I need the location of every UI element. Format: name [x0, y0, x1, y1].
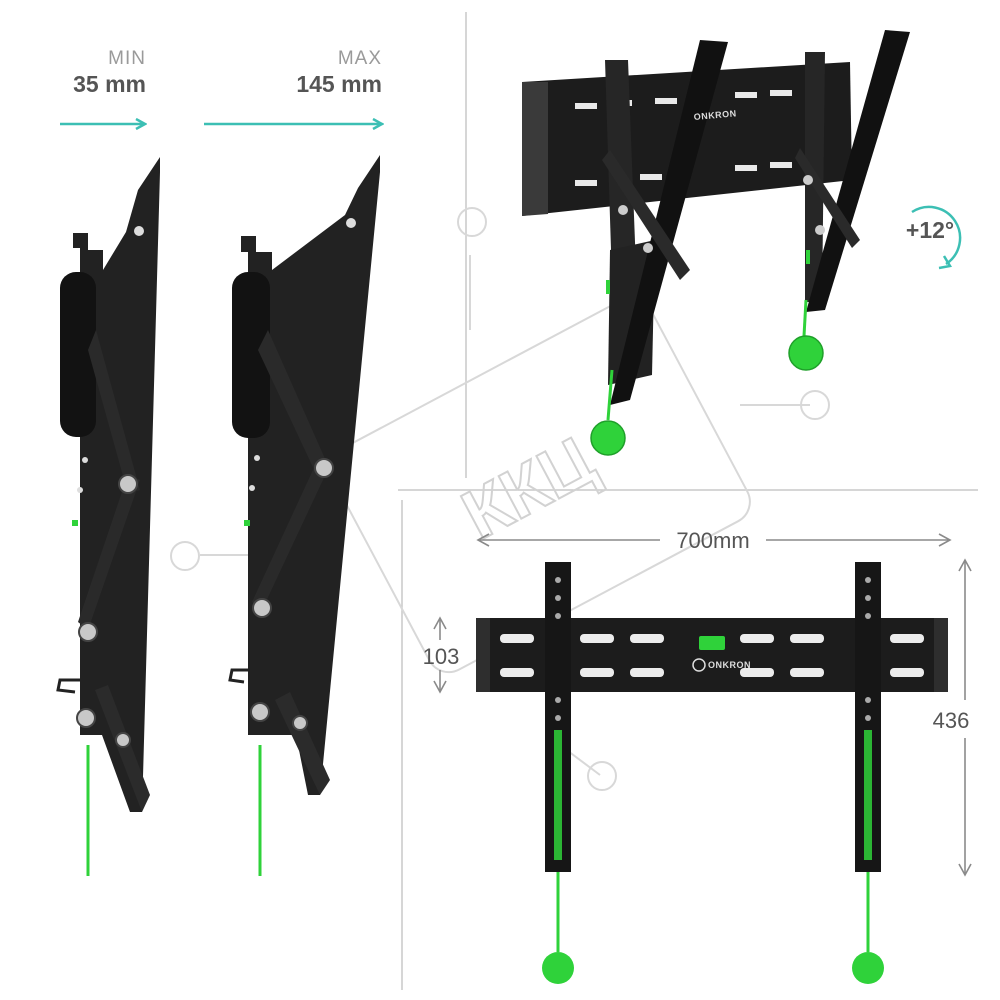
rail-height-dimension: 103 [423, 644, 460, 669]
pull-handle-left [590, 420, 626, 456]
min-value: 35 mm [73, 71, 146, 97]
front-pull-handle-left [542, 952, 574, 984]
tilt-indicator: +12° [906, 205, 962, 270]
front-brand: ONKRON [708, 660, 751, 670]
perspective-view: ONKRON [522, 30, 910, 456]
bubble-level [699, 636, 725, 650]
tilt-angle-label: +12° [906, 217, 954, 243]
brand-logo-icon [692, 658, 706, 672]
wall-plate-max [232, 272, 270, 438]
max-value: 145 mm [296, 71, 382, 97]
max-caption: MAX [338, 48, 382, 69]
perspective-tilt-arm-right [806, 30, 910, 312]
total-height-dimension: 436 [933, 708, 970, 733]
side-profile-min [56, 157, 160, 876]
width-dimension: 700mm [676, 528, 749, 553]
watermark-text: ККЦ [450, 421, 607, 554]
wall-plate-min [60, 272, 96, 437]
pull-handle-right [788, 335, 824, 371]
depth-labels: MIN 35 mm MAX 145 mm [60, 48, 382, 124]
perspective-brand: ONKRON [693, 108, 737, 122]
perspective-tilt-arm-left [610, 40, 728, 405]
min-caption: MIN [108, 48, 146, 69]
front-view: ONKRON 700mm 103 436 [423, 528, 972, 984]
section-dividers [398, 12, 978, 990]
side-profile-max [228, 155, 380, 876]
front-pull-handle-right [852, 952, 884, 984]
